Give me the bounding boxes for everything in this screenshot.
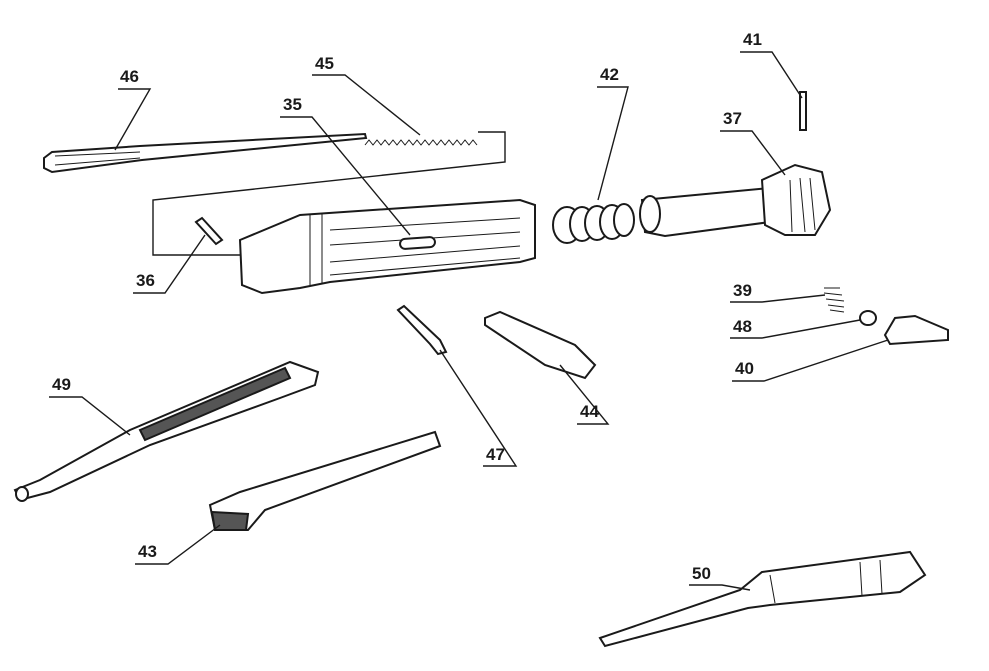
- svg-text:45: 45: [315, 54, 334, 73]
- callout-39: 39: [730, 281, 826, 303]
- svg-text:35: 35: [283, 95, 302, 114]
- svg-text:50: 50: [692, 564, 711, 583]
- part-50-assembly: [598, 550, 927, 648]
- svg-text:36: 36: [136, 271, 155, 290]
- part-44-lever: [484, 310, 597, 380]
- callout-50: 50: [689, 564, 751, 591]
- callout-44: 44: [559, 364, 610, 425]
- part-35-carrier: [238, 198, 536, 295]
- part-45-spring: [364, 139, 478, 146]
- svg-text:47: 47: [486, 445, 505, 464]
- part-37-bolt: [639, 163, 832, 238]
- svg-text:44: 44: [580, 402, 599, 421]
- part-36-pin: [194, 216, 224, 246]
- svg-text:39: 39: [733, 281, 752, 300]
- svg-text:48: 48: [733, 317, 752, 336]
- callout-42: 42: [597, 65, 629, 201]
- callout-35: 35: [280, 95, 411, 236]
- svg-text:41: 41: [743, 30, 762, 49]
- callout-48: 48: [730, 317, 861, 339]
- callout-46: 46: [114, 67, 152, 151]
- callout-41: 41: [740, 30, 803, 99]
- svg-text:37: 37: [723, 109, 742, 128]
- callout-43: 43: [135, 524, 221, 565]
- svg-text:49: 49: [52, 375, 71, 394]
- part-42-spring: [552, 203, 635, 244]
- callout-49: 49: [49, 375, 131, 436]
- callout-37: 37: [720, 109, 786, 176]
- part-43-slide: [208, 430, 442, 531]
- callout-36: 36: [133, 234, 206, 294]
- part-48-plunger: [859, 310, 877, 326]
- part-39-spring: [823, 287, 845, 313]
- callout-45: 45: [312, 54, 421, 136]
- part-47-screw: [396, 304, 448, 356]
- svg-text:42: 42: [600, 65, 619, 84]
- part-46-rod: [43, 132, 368, 174]
- callout-47: 47: [439, 349, 518, 467]
- assembly-bracket: [152, 131, 506, 256]
- svg-text:46: 46: [120, 67, 139, 86]
- callout-40: 40: [732, 339, 889, 382]
- part-49-rod: [13, 360, 320, 502]
- part-40-extractor: [883, 314, 949, 346]
- svg-text:40: 40: [735, 359, 754, 378]
- svg-text:43: 43: [138, 542, 157, 561]
- part-41-pin: [799, 91, 807, 131]
